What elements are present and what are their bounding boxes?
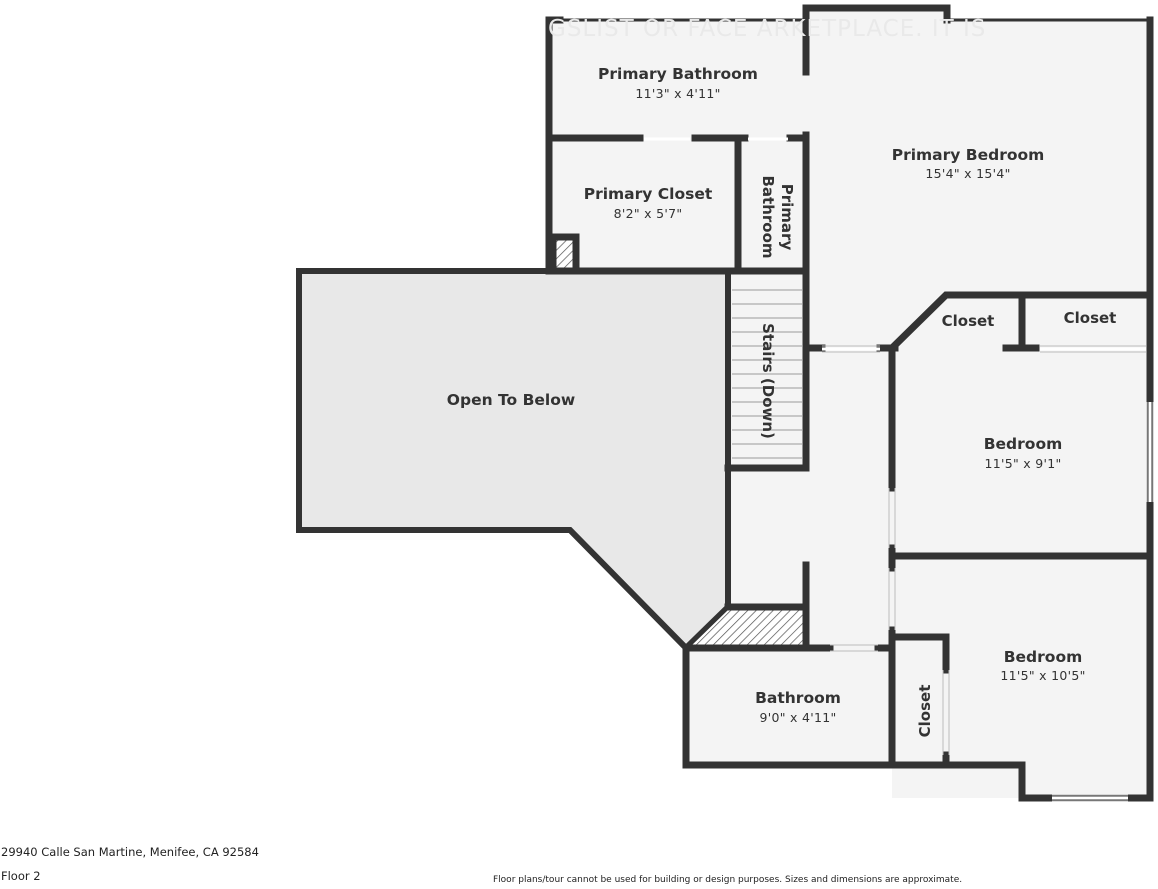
bedroom-upper-name: Bedroom — [984, 435, 1063, 453]
closet-small-label: Closet — [916, 685, 934, 738]
floor-fills — [549, 8, 1150, 798]
disclaimer: Floor plans/tour cannot be used for buil… — [493, 875, 963, 885]
primary-bathroom-top-dims: 11'3" x 4'11" — [635, 86, 720, 101]
bathroom-dims: 9'0" x 4'11" — [759, 710, 836, 725]
hatch-under-stairs — [690, 610, 806, 647]
closet-right-name: Closet — [1064, 309, 1117, 327]
bathroom-name: Bathroom — [755, 689, 841, 707]
svg-text:Primary: Primary — [778, 184, 796, 251]
walls — [545, 4, 1154, 802]
stairs-label: Stairs (Down) — [759, 323, 777, 439]
open-to-below-area — [296, 268, 731, 653]
svg-text:Closet: Closet — [916, 685, 934, 738]
bedroom-lower-name: Bedroom — [1004, 648, 1083, 666]
open-to-below-label: Open To Below — [447, 391, 575, 409]
watermark: GSLIST OR FACE ARKETPLACE. IT IS — [548, 16, 986, 42]
primary-bathroom-side-label: Primary Bathroom — [759, 175, 796, 258]
closet-left-name: Closet — [942, 312, 995, 330]
hatch-closet-small — [553, 237, 575, 269]
primary-closet-dims: 8'2" x 5'7" — [614, 206, 683, 221]
primary-bedroom-dims: 15'4" x 15'4" — [925, 166, 1010, 181]
bedroom-upper-dims: 11'5" x 9'1" — [984, 456, 1061, 471]
floor-label: Floor 2 — [1, 869, 41, 883]
window-frames — [822, 345, 1154, 802]
windows — [644, 137, 1152, 800]
primary-bedroom-name: Primary Bedroom — [892, 146, 1045, 164]
primary-closet-name: Primary Closet — [584, 185, 713, 203]
svg-text:Stairs (Down): Stairs (Down) — [759, 323, 777, 439]
stairs-treads — [732, 289, 802, 459]
primary-bathroom-top-name: Primary Bathroom — [598, 65, 758, 83]
svg-text:Bathroom: Bathroom — [759, 175, 777, 258]
property-address: 29940 Calle San Martine, Menifee, CA 925… — [1, 845, 259, 859]
bedroom-lower-dims: 11'5" x 10'5" — [1000, 668, 1085, 683]
